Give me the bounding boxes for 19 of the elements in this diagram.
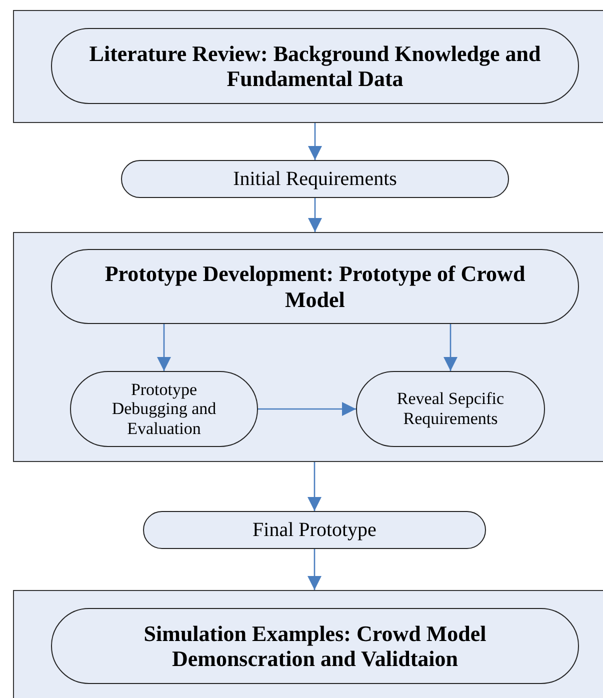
step-label: Initial Requirements: [233, 168, 397, 190]
step-label: Reveal Sepcific Requirements: [396, 389, 506, 429]
stage-panel: [13, 590, 603, 698]
process-pill: [143, 511, 486, 549]
flow-arrow: [258, 402, 356, 416]
flow-arrow: [308, 462, 322, 511]
stage-panel: [13, 10, 603, 123]
step-label: Prototype Development: Prototype of Crowd Model: [104, 261, 526, 312]
step-label: Literature Review: Background Knowledge and Fundamental Data: [88, 40, 542, 92]
process-pill: [121, 160, 509, 198]
stage-panel: [13, 232, 603, 462]
flow-arrow: [308, 123, 322, 160]
step-label: Final Prototype: [252, 518, 376, 542]
flow-arrow: [444, 324, 458, 371]
flow-arrow: [308, 549, 322, 590]
step-label: Simulation Examples: Crowd Model Demonscration and Validtaion: [142, 620, 488, 672]
flow-arrow: [308, 198, 322, 232]
flow-arrow: [157, 324, 171, 371]
step-label: Prototype Debugging and Evaluation: [111, 380, 217, 438]
